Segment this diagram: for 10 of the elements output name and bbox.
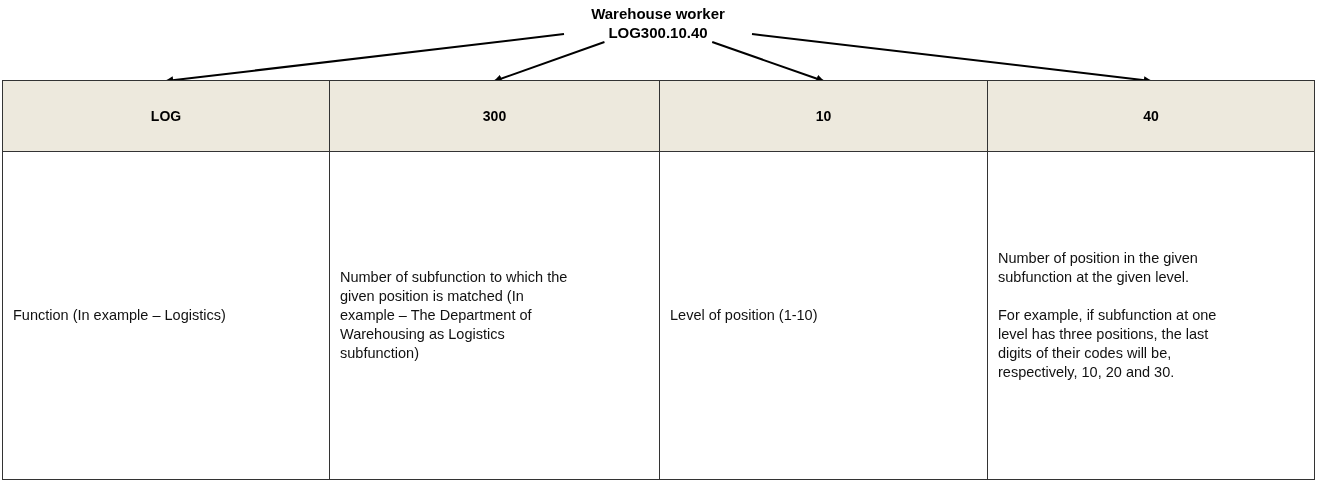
header-cell: 40 xyxy=(987,80,1315,152)
header-cell: LOG xyxy=(2,80,330,152)
header-cell: 10 xyxy=(659,80,988,152)
code-title: Warehouse worker LOG300.10.40 xyxy=(568,4,748,42)
cell-text: Number of position in the given subfunction at the given level. xyxy=(998,249,1199,287)
cell-text: Number of subfunction to which the given position is matched (In example – The Department of Warehousing as Logistics subfunction) xyxy=(340,268,569,363)
cell-text: Function (In example – Logistics) xyxy=(13,306,227,325)
header-cell: 300 xyxy=(329,80,660,152)
cell-text: Level of position (1-10) xyxy=(670,306,819,325)
cell-text: For example, if subfunction at one level has three positions, the last digits of their codes will be, respectively, 10, 20 and 30. xyxy=(998,306,1218,382)
